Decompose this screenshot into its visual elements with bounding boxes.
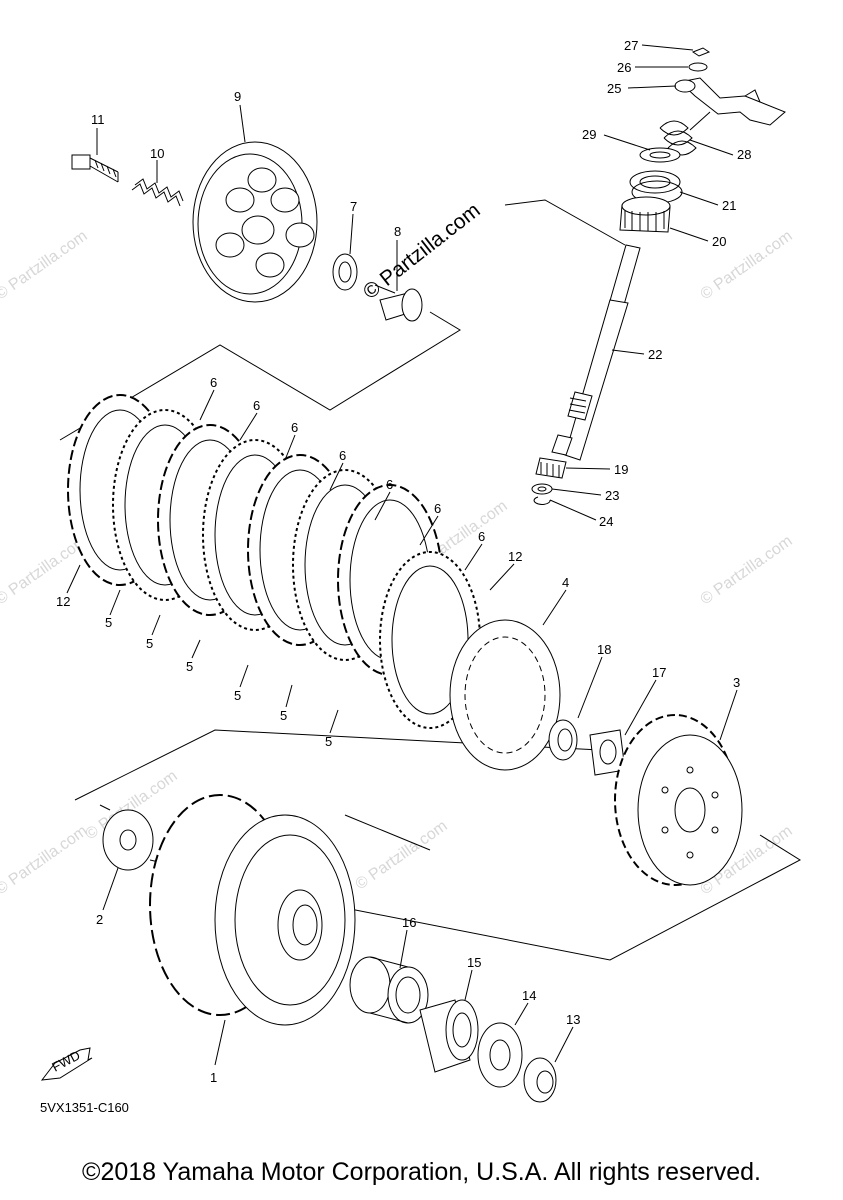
needle-bearing-part-16 [349, 956, 429, 1024]
washer-part-18 [548, 719, 578, 761]
washer-part-23 [531, 483, 553, 495]
watermark: © Partzilla.com [0, 228, 91, 304]
callout-22: 22 [648, 347, 662, 362]
callout-6: 6 [478, 529, 485, 544]
callout-6: 6 [291, 420, 298, 435]
callout-9: 9 [234, 89, 241, 104]
callout-25: 25 [607, 81, 621, 96]
callout-19: 19 [614, 462, 628, 477]
watermark-partzilla: © Partzilla.com [359, 199, 485, 304]
callout-labels: 11 10 9 7 8 27 26 25 29 28 21 20 22 19 2… [56, 38, 751, 1085]
spring-part-10 [131, 178, 184, 207]
callout-27: 27 [624, 38, 638, 53]
push-shaft-part-22 [551, 244, 641, 461]
spacer-part-15 [419, 999, 479, 1073]
callout-16: 16 [402, 915, 416, 930]
callout-5: 5 [146, 636, 153, 651]
callout-28: 28 [737, 147, 751, 162]
callout-18: 18 [597, 642, 611, 657]
callout-13: 13 [566, 1012, 580, 1027]
callout-26: 26 [617, 60, 631, 75]
callout-17: 17 [652, 665, 666, 680]
callout-5: 5 [234, 688, 241, 703]
washer-part-14 [477, 1022, 523, 1088]
clutch-plate-stack [67, 394, 481, 729]
bearing-part-19 [535, 457, 567, 479]
callout-24: 24 [599, 514, 613, 529]
callout-11: 11 [91, 112, 105, 127]
bearing-part-20 [619, 196, 671, 233]
callout-12: 12 [508, 549, 522, 564]
callout-29: 29 [582, 127, 596, 142]
plate-part-4 [449, 619, 561, 771]
callout-6: 6 [434, 501, 441, 516]
watermark: © Partzilla.com [698, 533, 796, 609]
bearing-part-7 [332, 253, 358, 291]
copyright-notice: ©2018 Yamaha Motor Corporation, U.S.A. A… [82, 1158, 761, 1186]
callout-3: 3 [733, 675, 740, 690]
thrust-washer-part-2 [102, 809, 154, 871]
callout-5: 5 [105, 615, 112, 630]
push-piece-part-8 [379, 288, 423, 322]
diagram-code: 5VX1351-C160 [40, 1100, 129, 1115]
callout-5: 5 [186, 659, 193, 674]
callout-6: 6 [210, 375, 217, 390]
callout-4: 4 [562, 575, 569, 590]
callout-7: 7 [350, 199, 357, 214]
callout-23: 23 [605, 488, 619, 503]
pressure-plate-part-9 [192, 141, 318, 303]
callout-6: 6 [386, 477, 393, 492]
callout-5: 5 [325, 734, 332, 749]
callout-6: 6 [253, 398, 260, 413]
bolt-part-11 [71, 154, 119, 183]
callout-10: 10 [150, 146, 164, 161]
callout-14: 14 [522, 988, 536, 1003]
watermark: © Partzilla.com [353, 818, 451, 894]
nut-part-13 [523, 1057, 557, 1103]
callout-12: 12 [56, 594, 70, 609]
watermark: © Partzilla.com [0, 823, 91, 899]
clutch-housing-part-1 [149, 794, 356, 1026]
callout-2: 2 [96, 912, 103, 927]
callout-20: 20 [712, 234, 726, 249]
callout-6: 6 [339, 448, 346, 463]
callout-15: 15 [467, 955, 481, 970]
clutch-boss-part-3 [614, 714, 743, 886]
leader-lines [66, 44, 738, 1066]
push-lever-assembly-25-29 [639, 47, 786, 163]
callout-21: 21 [722, 198, 736, 213]
forward-direction-icon: FWD [40, 1047, 93, 1081]
circlip-part-24 [533, 496, 551, 505]
callout-1: 1 [210, 1070, 217, 1085]
callout-8: 8 [394, 224, 401, 239]
callout-5: 5 [280, 708, 287, 723]
